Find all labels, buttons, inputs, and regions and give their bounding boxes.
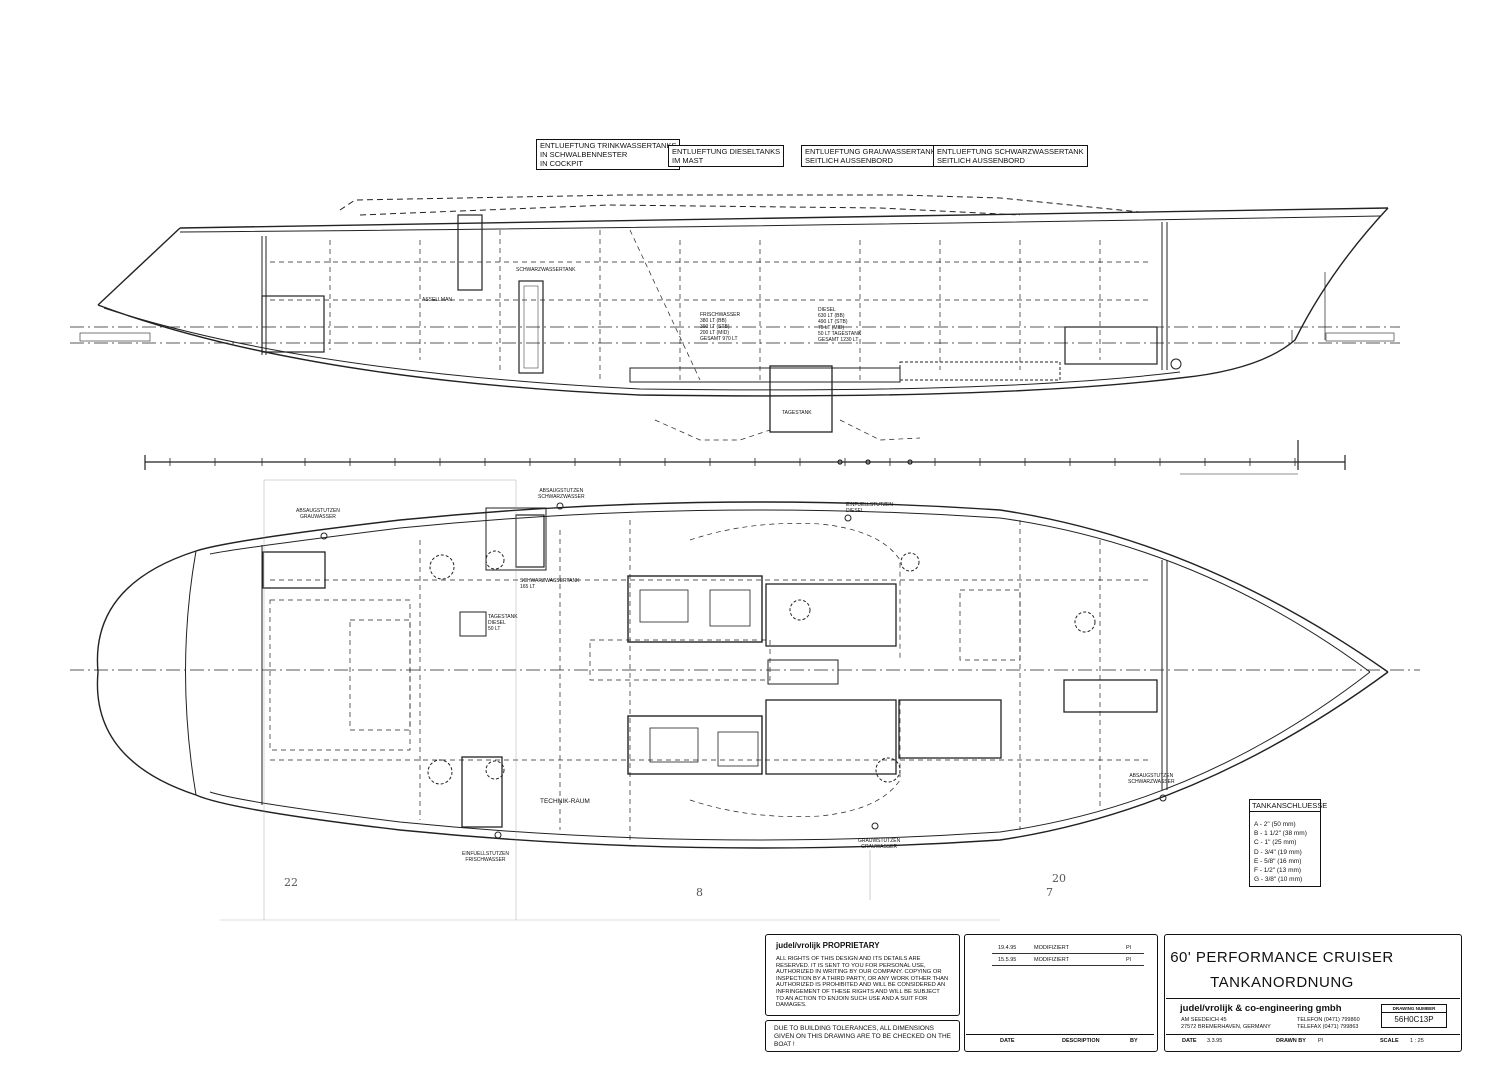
hull-plan [70,479,1420,921]
drawing-title: 60' PERFORMANCE CRUISER [1170,949,1394,966]
legend-row: D - 3/4" (19 mm) [1254,848,1302,856]
legend-row: F - 1/2" (13 mm) [1254,867,1302,875]
title-drawn-by: Pl [1318,1038,1323,1044]
drawing-number: 56H0C13P [1381,1013,1447,1028]
legend-row: B - 1 1/2" (38 mm) [1254,830,1307,838]
title-drawn-by-label: DRAWN BY [1276,1038,1306,1044]
title-date: 3.3.95 [1207,1038,1223,1044]
revision-footer-by: BY [1130,1038,1138,1044]
hull-profile [70,194,1400,441]
legend-row: A - 2" (50 mm) [1254,821,1296,828]
tolerance-note: DUE TO BUILDING TOLERANCES, ALL DIMENSIO… [765,1020,960,1052]
company-name: judel/vrolijk & co-engineering gmbh [1180,1003,1342,1014]
legend-row: G - 3/8" (10 mm) [1254,876,1303,884]
legend-title: TANKANSCHLUESSE [1250,801,1328,812]
proprietary-notice: judel/vrolijk PROPRIETARY ALL RIGHTS OF … [765,934,960,1016]
title-date-label: DATE [1182,1038,1197,1044]
proprietary-title: judel/vrolijk PROPRIETARY [776,941,880,950]
title-scale: 1 : 25 [1410,1038,1424,1044]
title-block [1164,934,1462,1052]
profile-assellman-label: ASSELLMAN [422,297,453,303]
scale-bar [144,440,1346,475]
profile-frischwasser-label: FRISCHWASSER 380 LT (BB) 390 LT (STB) 20… [700,312,741,342]
profile-diesel-label: DIESEL 630 LT (BB) 490 LT (STB) 75 LT (M… [818,307,862,343]
legend-row: C - 1" (25 mm) [1254,839,1297,847]
tank-connections-legend: TANKANSCHLUESSE A - 2" (50 mm) B - 1 1/2… [1249,799,1328,887]
profile-tagestank-label: TAGESTANK [782,410,812,416]
title-scale-label: SCALE [1380,1038,1399,1044]
revision-footer-date: DATE [1000,1038,1015,1044]
revision-footer-description: DESCRIPTION [1062,1038,1100,1044]
legend-row: E - 5/8" (16 mm) [1254,857,1302,865]
technik-raum-label: TECHNIK-RAUM [540,798,590,805]
handwritten-mark: 7 [1046,886,1053,899]
drawing-subtitle: TANKANORDNUNG [1210,974,1354,991]
handwritten-mark: 8 [696,886,703,899]
tolerance-text: DUE TO BUILDING TOLERANCES, ALL DIMENSIO… [774,1025,951,1048]
handwritten-mark: 20 [1052,872,1066,885]
proprietary-text: ALL RIGHTS OF THIS DESIGN AND ITS DETAIL… [776,956,949,1009]
drawing-number-label: DRAWING NUMBER [1381,1004,1447,1013]
profile-schwarzwassertank-label: SCHWARZWASSERTANK [516,267,576,273]
handwritten-mark: 22 [284,876,298,889]
